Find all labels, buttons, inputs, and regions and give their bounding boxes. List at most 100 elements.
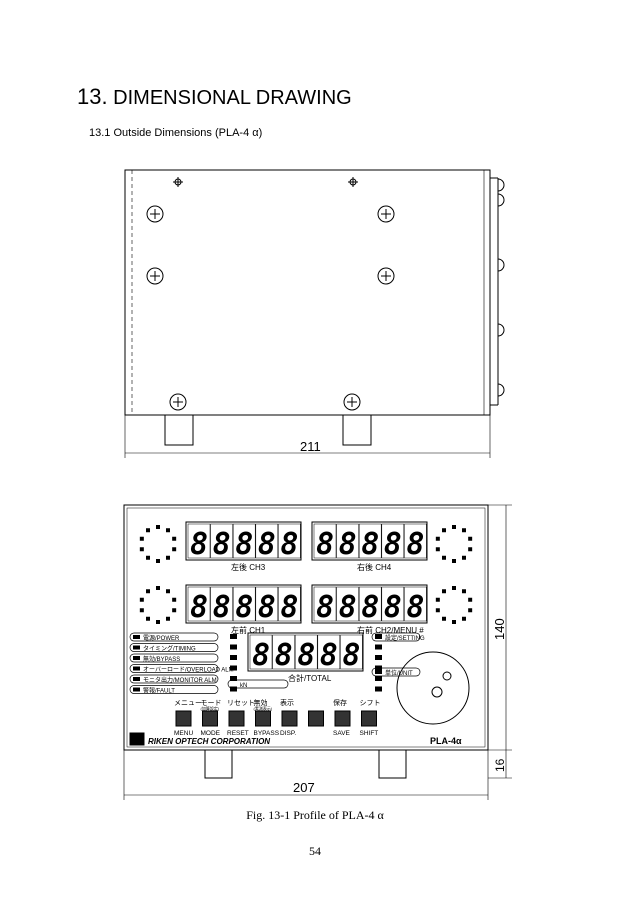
- screw-icon: [377, 205, 395, 223]
- foot-dimension: 16: [493, 758, 507, 772]
- button-label-jp: 保存: [333, 698, 347, 707]
- digit: 8: [297, 638, 315, 673]
- button-sublabel: (実測表示): [254, 705, 273, 711]
- display-label: 左前 CH1: [231, 625, 266, 635]
- digit: 8: [258, 590, 276, 625]
- button-label-en: MENU: [174, 730, 193, 737]
- button-label-en: SAVE: [333, 730, 351, 737]
- digit: 8: [339, 527, 357, 562]
- model-name: PLA-4α: [430, 736, 462, 746]
- status-led: [371, 667, 421, 677]
- rotary-switch[interactable]: [139, 525, 177, 563]
- rotary-switch[interactable]: [139, 586, 177, 624]
- button-label-jp: メニュー: [174, 700, 202, 707]
- digit: 8: [213, 590, 231, 625]
- display-label: 合計/TOTAL: [288, 673, 332, 683]
- screw-icon: [146, 267, 164, 285]
- seven-segment-display: [185, 521, 302, 561]
- status-led: [129, 632, 219, 642]
- button-label-jp: モード: [201, 699, 222, 707]
- width-dimension-front: 207: [293, 780, 315, 795]
- digit: 8: [316, 590, 334, 625]
- rotary-switch[interactable]: [435, 586, 473, 624]
- led-label: 無効/BYPASS: [143, 655, 180, 663]
- top-view: 211: [124, 169, 505, 458]
- led-label: オーバーロード/OVERLOAD ALM: [143, 667, 234, 674]
- button-label-jp: 表示: [280, 698, 294, 707]
- heading-title: DIMENSIONAL DRAWING: [113, 87, 352, 109]
- led-label: タイミング/TIMING: [143, 645, 196, 653]
- status-led: [129, 643, 219, 652]
- connector-icon: [497, 258, 505, 272]
- digit: 8: [213, 527, 231, 562]
- connector-icon: [497, 383, 505, 397]
- display-label: 左後 CH3: [231, 562, 266, 572]
- button-label-en: SHIFT: [360, 730, 379, 737]
- panel-button-blank[interactable]: [308, 710, 324, 727]
- digit: 8: [235, 527, 253, 562]
- seven-segment-display: [311, 584, 428, 624]
- status-led: [371, 632, 421, 642]
- digit: 8: [339, 590, 357, 625]
- panel-button-shift[interactable]: シフト SHIFT: [360, 699, 381, 737]
- connector-icon: [497, 323, 505, 337]
- button-label-en: DISP.: [280, 730, 296, 737]
- width-dimension-top: 211: [300, 439, 321, 454]
- button-label-jp: リセット: [227, 699, 255, 707]
- page-number: 54: [309, 844, 321, 858]
- connector-icon: [497, 193, 505, 207]
- panel-button-bypass[interactable]: 無効(実測表示) BYPASS: [254, 698, 280, 737]
- button-label-en: MODE: [201, 730, 221, 737]
- button-label-jp: シフト: [360, 699, 381, 707]
- figure-caption: Fig. 13-1 Profile of PLA-4 α: [246, 808, 384, 822]
- digit: 8: [361, 590, 379, 625]
- led-label: kN: [240, 683, 247, 689]
- led-label: 単位/UNIT: [385, 669, 413, 677]
- digit: 8: [316, 527, 334, 562]
- digit: 8: [190, 527, 208, 562]
- digit: 8: [320, 638, 338, 673]
- screw-icon: [343, 393, 361, 411]
- digit: 8: [361, 527, 379, 562]
- jog-dial: [396, 651, 470, 725]
- display-label: 右後 CH4: [357, 562, 392, 572]
- status-led: [129, 664, 219, 673]
- status-led: [129, 653, 219, 663]
- digit: 8: [384, 527, 402, 562]
- height-dimension: 140: [492, 618, 507, 640]
- status-led: [129, 685, 219, 694]
- seven-segment-display: [311, 521, 428, 561]
- connector-icon: [497, 178, 505, 192]
- screw-icon: [377, 267, 395, 285]
- rotary-switch[interactable]: [435, 525, 473, 563]
- led-label: 電源/POWER: [143, 634, 180, 642]
- screw-icon: [146, 205, 164, 223]
- digit: 8: [406, 527, 424, 562]
- digit: 8: [384, 590, 402, 625]
- panel-button-menu[interactable]: メニュー MENU: [174, 700, 202, 737]
- panel-button-disp[interactable]: 表示 DISP.: [280, 698, 298, 737]
- unit-led: [227, 679, 289, 689]
- digit: 8: [280, 527, 298, 562]
- panel-button-reset[interactable]: リセット RESET: [227, 699, 255, 737]
- led-label: 警報/FAULT: [143, 687, 175, 695]
- panel-button-save[interactable]: 保存 SAVE: [333, 698, 351, 737]
- seven-segment-display: [247, 632, 364, 672]
- digit: 8: [406, 590, 424, 625]
- button-label-jp: 無効: [254, 698, 268, 707]
- heading-number: 13.: [77, 84, 108, 109]
- section-heading: 13. DIMENSIONAL DRAWING: [77, 84, 352, 110]
- status-led: [129, 674, 219, 684]
- button-label-en: RESET: [227, 730, 249, 737]
- subsection-heading: 13.1 Outside Dimensions (PLA-4 α): [89, 127, 263, 139]
- digit: 8: [252, 638, 270, 673]
- led-label: モニタ出力/MONITOR ALM: [143, 676, 217, 684]
- digit: 8: [190, 590, 208, 625]
- digit: 8: [342, 638, 360, 673]
- digit: 8: [235, 590, 253, 625]
- screw-icon: [169, 393, 187, 411]
- panel-button-mode[interactable]: モード(加算設定)MODE: [201, 699, 222, 737]
- button-label-en: BYPASS: [254, 730, 280, 737]
